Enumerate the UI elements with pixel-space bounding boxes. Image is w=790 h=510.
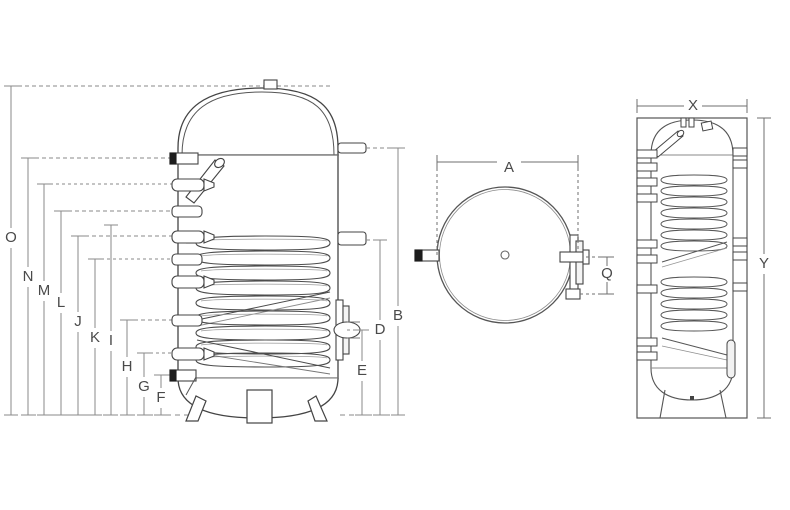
right-dimension-labels: B D E bbox=[357, 307, 403, 379]
left-port-5 bbox=[171, 253, 203, 266]
insulated-left-ports bbox=[636, 149, 658, 361]
dim-label-I: I bbox=[109, 332, 113, 349]
left-port-6 bbox=[171, 275, 215, 289]
dim-label-D: D bbox=[375, 321, 386, 338]
insulated-upper-coil bbox=[660, 174, 728, 268]
dim-label-G: G bbox=[138, 378, 150, 395]
top-plan-view: A Q bbox=[414, 155, 614, 324]
front-elevation-view bbox=[169, 79, 367, 424]
dim-label-Q: Q bbox=[601, 265, 613, 282]
plan-center-mark bbox=[500, 250, 510, 260]
dim-label-B: B bbox=[393, 307, 403, 324]
dim-label-O: O bbox=[5, 229, 17, 246]
plan-lower-stub bbox=[565, 288, 581, 300]
left-port-8 bbox=[171, 347, 215, 361]
insulated-elevation-view: X Y bbox=[636, 97, 771, 419]
left-port-9-drain bbox=[169, 369, 197, 382]
left-port-7 bbox=[171, 314, 203, 327]
tank-dome-seam bbox=[181, 91, 335, 156]
dim-label-L: L bbox=[57, 294, 65, 311]
support-legs bbox=[185, 389, 328, 424]
insulated-lower-coil bbox=[660, 276, 728, 361]
leg-left bbox=[185, 395, 207, 422]
dim-label-K: K bbox=[90, 329, 100, 346]
dim-label-A: A bbox=[504, 159, 514, 176]
insulated-right-ports bbox=[732, 147, 748, 292]
tank-dome bbox=[177, 87, 339, 156]
insulated-flange bbox=[726, 339, 736, 379]
left-port-group bbox=[169, 152, 215, 382]
dim-label-X: X bbox=[688, 97, 698, 114]
left-dimension-labels: O N M L J K I H G F bbox=[5, 229, 165, 406]
dim-label-F: F bbox=[156, 389, 165, 406]
left-port-4 bbox=[171, 230, 215, 244]
right-port-group bbox=[337, 142, 367, 246]
leg-center-plinth bbox=[246, 389, 273, 424]
dimension-X bbox=[636, 99, 748, 113]
left-dimension-stack bbox=[4, 85, 330, 416]
plan-left-nozzle bbox=[414, 249, 440, 262]
drain-pipe bbox=[185, 376, 197, 396]
dim-label-H: H bbox=[122, 358, 133, 375]
leg-right bbox=[307, 395, 328, 422]
left-port-2 bbox=[171, 178, 215, 192]
insulated-top-stubs bbox=[680, 117, 714, 132]
right-port-2 bbox=[337, 231, 367, 246]
right-dimension-stack bbox=[340, 147, 405, 416]
dimension-Y bbox=[757, 117, 771, 419]
dimension-A bbox=[436, 155, 579, 255]
insulated-legs bbox=[659, 389, 727, 419]
tank-top-vent-stub bbox=[263, 79, 278, 90]
dimension-Q bbox=[580, 256, 614, 295]
dim-label-J: J bbox=[74, 313, 82, 330]
dim-label-M: M bbox=[38, 282, 51, 299]
lower-coil bbox=[186, 310, 331, 375]
dim-label-N: N bbox=[23, 268, 34, 285]
upper-coil bbox=[186, 235, 331, 327]
left-port-1 bbox=[169, 152, 199, 165]
right-port-1 bbox=[337, 142, 367, 154]
left-port-3 bbox=[171, 205, 203, 218]
dim-label-E: E bbox=[357, 362, 367, 379]
dim-label-Y: Y bbox=[759, 255, 769, 272]
